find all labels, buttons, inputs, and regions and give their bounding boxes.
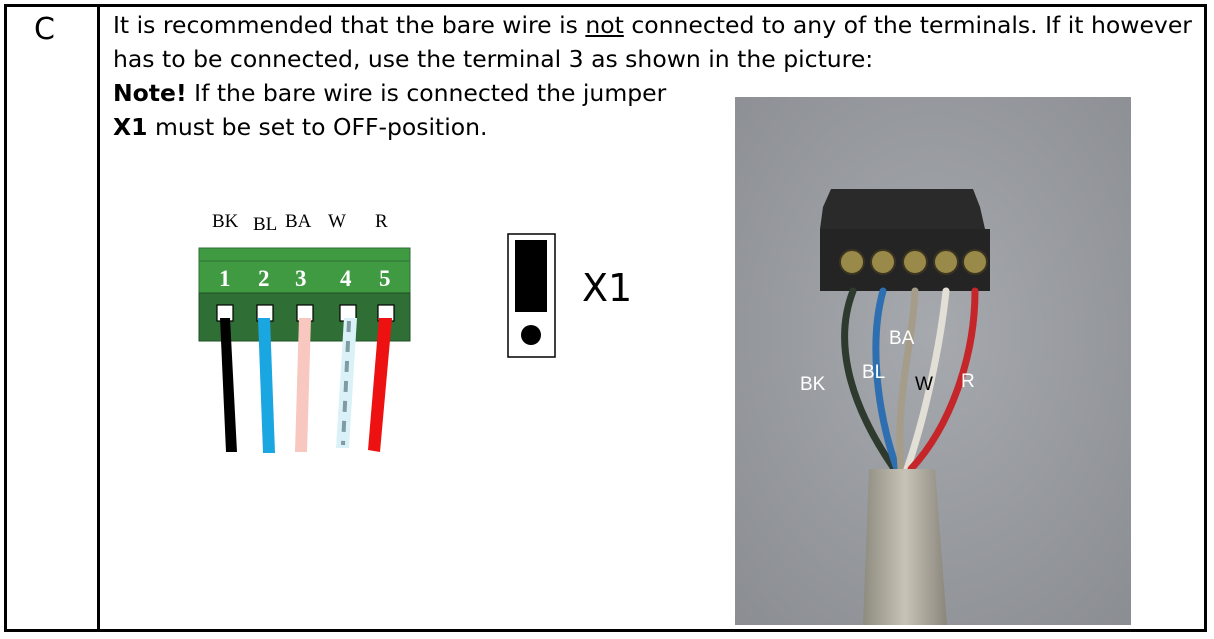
wire-red xyxy=(368,318,392,452)
photo-cable xyxy=(863,469,947,625)
photo-wire-red xyxy=(907,287,979,473)
photo-screw-3 xyxy=(902,249,928,275)
terminal-number-4: 4 xyxy=(340,266,352,291)
connector-photo: BK BL BA W R xyxy=(735,97,1131,625)
photo-label-ba: BA xyxy=(889,328,915,349)
terminal-number-5: 5 xyxy=(379,266,391,291)
photo-wire-black xyxy=(841,287,897,471)
photo-screw-5 xyxy=(962,249,988,275)
jumper-pin xyxy=(521,325,541,345)
note-jumper: X1 xyxy=(113,113,148,141)
photo-wire-blue xyxy=(872,287,901,473)
step-frame xyxy=(4,4,1207,632)
photo-connector-top xyxy=(820,189,985,229)
photo-label-bk: BK xyxy=(800,374,826,395)
para-underlined-not: not xyxy=(585,11,624,39)
wire-label-w: W xyxy=(328,211,346,232)
photo-screw-4 xyxy=(933,249,959,275)
photo-screw-1 xyxy=(839,249,865,275)
jumper-x1 xyxy=(507,233,556,358)
para-text-2: connected to any of the terminals. If it… xyxy=(113,11,1192,73)
wire-bare xyxy=(295,318,311,452)
wire-label-r: R xyxy=(375,211,388,232)
wire-white-stripe xyxy=(341,320,351,446)
terminal-number-1: 1 xyxy=(219,266,231,291)
jumper-cap xyxy=(515,240,547,312)
jumper-label: X1 xyxy=(582,266,633,310)
note-text-1: If the bare wire is connected the jumper xyxy=(186,79,667,107)
terminal-block-diagram: BK BL BA W R 1 2 3 4 5 xyxy=(198,211,411,453)
terminal-number-strip xyxy=(198,260,411,294)
photo-label-r: R xyxy=(961,371,975,392)
column-divider xyxy=(97,4,100,632)
photo-screw-2 xyxy=(870,249,896,275)
terminal-number-2: 2 xyxy=(258,266,270,291)
photo-label-bl: BL xyxy=(862,362,885,383)
step-letter: C xyxy=(34,12,55,47)
photo-wire-white xyxy=(903,287,950,473)
wire-label-bk: BK xyxy=(212,211,239,232)
wire-black xyxy=(220,318,237,452)
terminal-top-strip xyxy=(198,247,411,262)
wire-label-ba: BA xyxy=(285,211,312,232)
wire-label-bl: BL xyxy=(253,214,277,235)
para-text-1: It is recommended that the bare wire is xyxy=(113,11,586,39)
photo-label-w: W xyxy=(915,374,933,395)
wire-blue xyxy=(258,318,275,453)
terminal-number-3: 3 xyxy=(295,266,307,291)
note-paragraph: Note! If the bare wire is connected the … xyxy=(113,76,673,144)
note-label: Note! xyxy=(113,79,187,107)
instruction-paragraph: It is recommended that the bare wire is … xyxy=(113,8,1193,76)
note-text-2: must be set to OFF-position. xyxy=(147,113,488,141)
photo-wire-bare xyxy=(896,287,919,473)
